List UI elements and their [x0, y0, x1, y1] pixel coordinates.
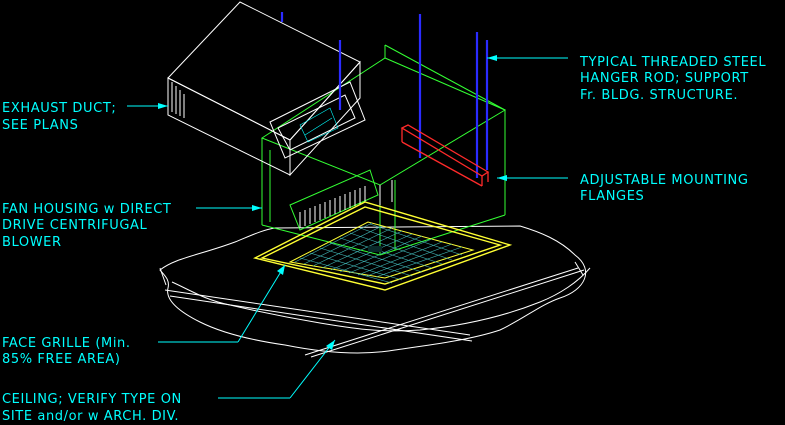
grille-label-line2: 85% FREE AREA): [2, 352, 121, 367]
rod-label-line3: Fr. BLDG. STRUCTURE.: [580, 88, 738, 103]
grille-center: [368, 246, 382, 252]
ceiling-rails: [159, 261, 585, 358]
fan-housing: [260, 44, 507, 256]
rod-label-line2: HANGER ROD; SUPPORT: [580, 71, 749, 86]
flange-label-line2: FLANGES: [580, 189, 644, 204]
mounting-flange: [400, 124, 490, 187]
leader-fan: [196, 205, 262, 211]
ceiling-label-line2: SITE and/or w ARCH. DIV.: [2, 409, 179, 424]
fan-label-line1: FAN HOUSING w DIRECT: [2, 202, 171, 217]
rod-label-line1: TYPICAL THREADED STEEL: [579, 55, 766, 70]
grille-label-line1: FACE GRILLE (Min.: [2, 336, 131, 351]
ceiling-label-line1: CEILING; VERIFY TYPE ON: [2, 392, 182, 407]
leader-ceiling: [218, 339, 336, 399]
exhaust-label-line2: SEE PLANS: [2, 118, 78, 133]
flange-label-line1: ADJUSTABLE MOUNTING: [580, 173, 749, 188]
grille-mesh: [294, 222, 463, 284]
leader-rod: [487, 55, 568, 61]
ceiling-outline: [159, 225, 591, 354]
exhaust-label-line1: EXHAUST DUCT;: [2, 101, 116, 116]
leader-flange: [497, 175, 568, 181]
leader-exhaust: [127, 103, 168, 109]
fan-label-line2: DRIVE CENTRIFUGAL: [2, 218, 147, 233]
face-grille: [253, 201, 513, 291]
blower-vents: [299, 186, 366, 228]
exhaust-duct: [167, 1, 366, 177]
leader-grille: [158, 264, 286, 343]
hanger-rods: [280, 12, 489, 178]
duct-end-hatch: [171, 82, 185, 118]
fan-label-line3: BLOWER: [2, 235, 62, 250]
